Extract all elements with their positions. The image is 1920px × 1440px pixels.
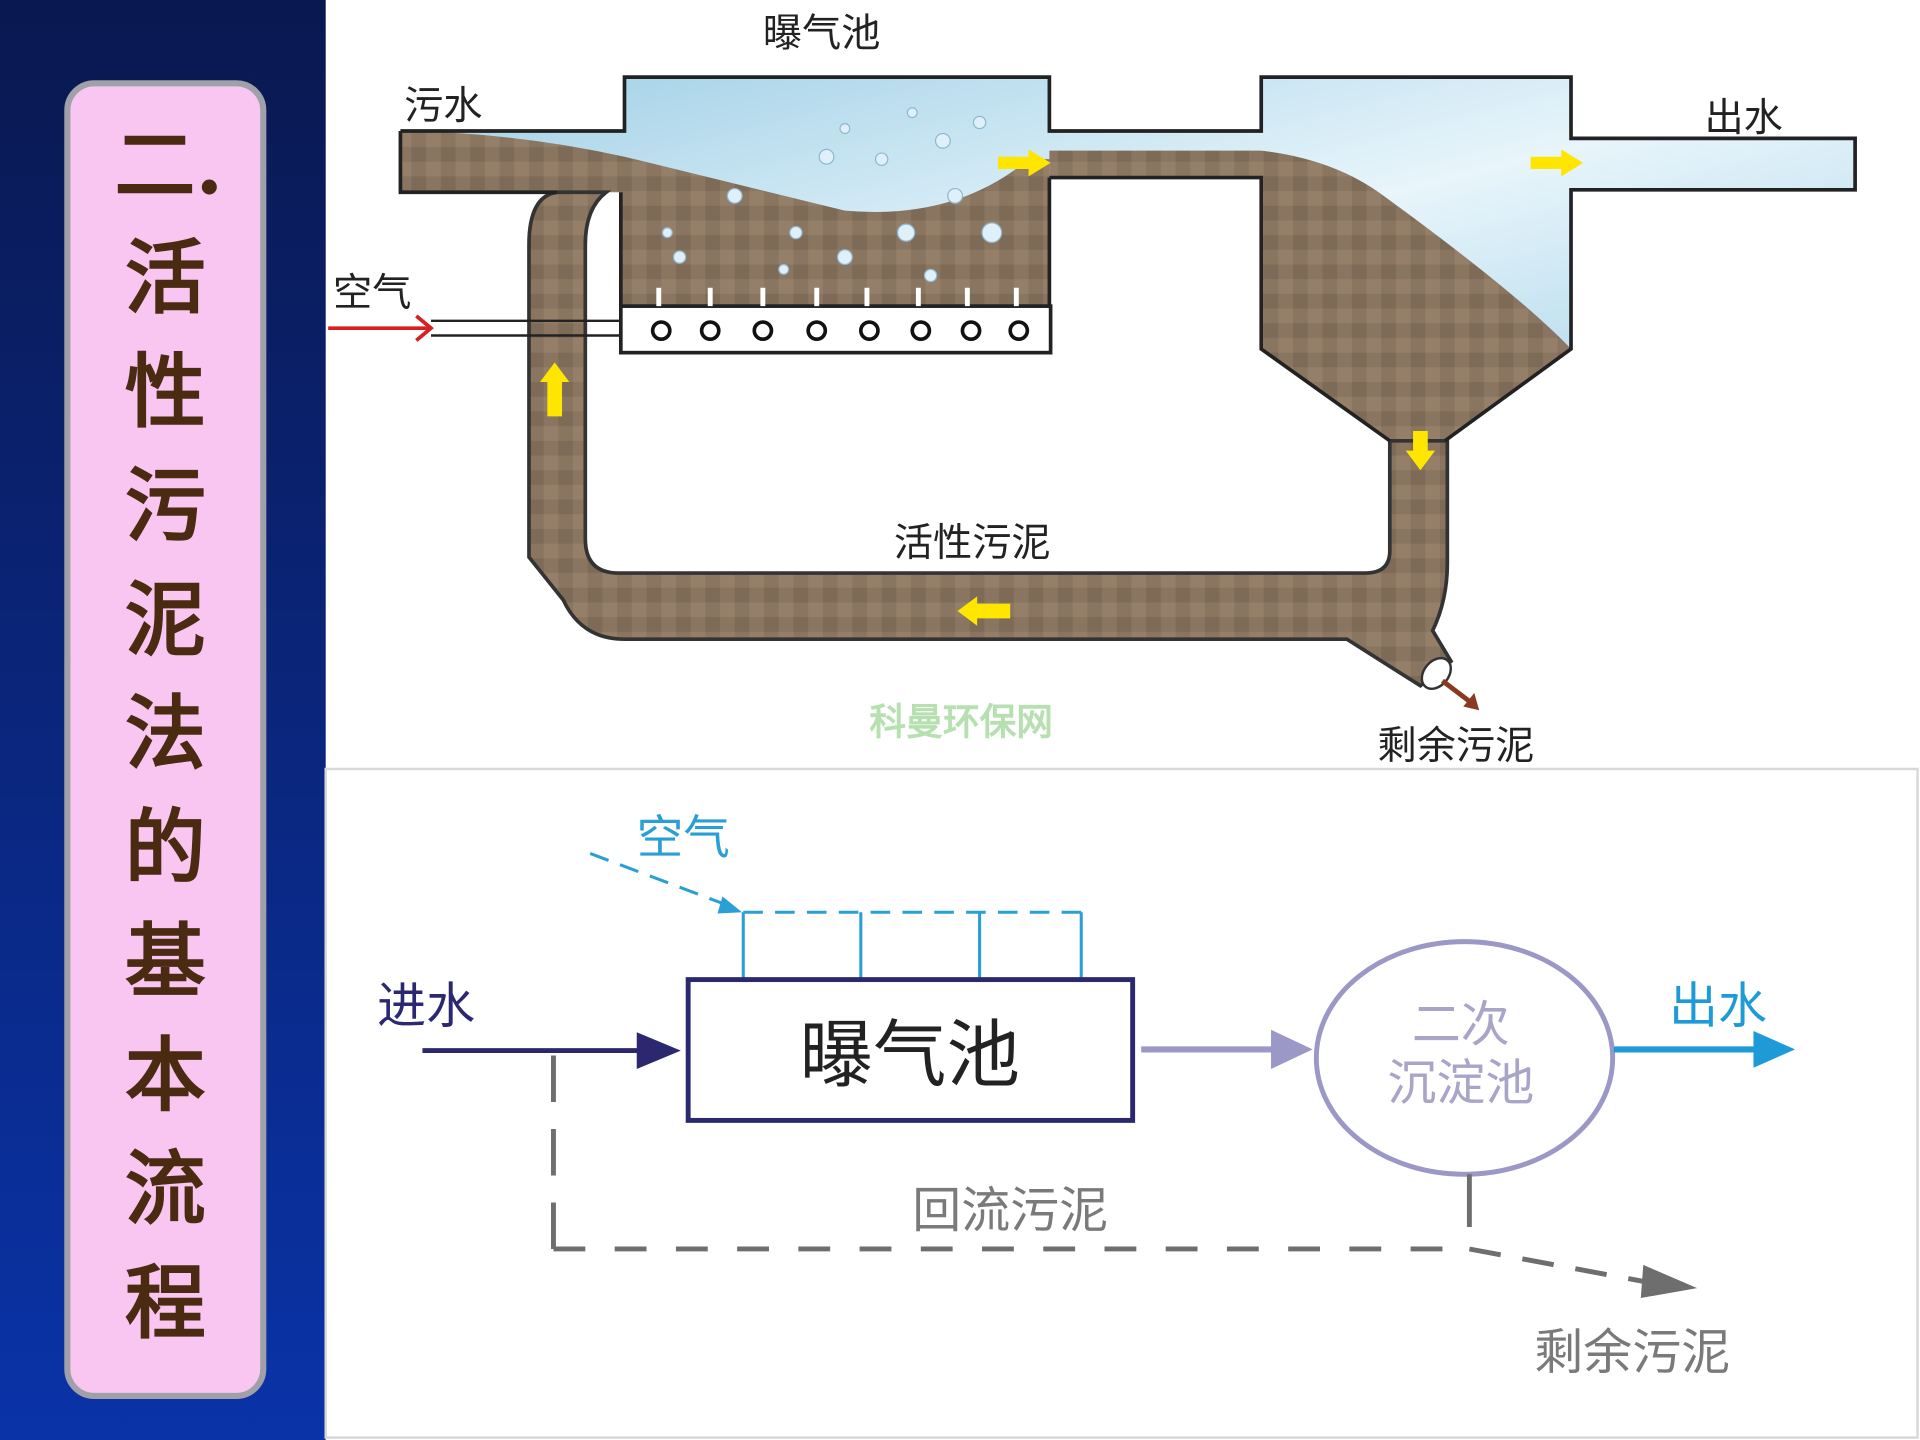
title-panel bbox=[64, 80, 267, 1399]
arrow-down-icon bbox=[1405, 431, 1436, 471]
arrow-up-icon bbox=[540, 362, 570, 417]
title-char: 性 bbox=[125, 345, 206, 440]
air-drop-lines bbox=[741, 912, 1083, 980]
flow-label-inflow: 进水 bbox=[377, 977, 475, 1034]
vertical-title: 二. 活 性 污 泥 法 的 基 本 流 程 bbox=[115, 118, 224, 1351]
excess-sludge-arrowhead bbox=[1463, 693, 1480, 711]
air-arrowhead bbox=[717, 896, 743, 914]
outflow-arrowhead bbox=[1753, 1031, 1796, 1068]
air-bubbles bbox=[661, 107, 1003, 283]
excess-sludge-arrowhead bbox=[1640, 1264, 1698, 1298]
flow-label-air: 空气 bbox=[637, 810, 730, 864]
tank-outline-lower bbox=[398, 131, 1391, 443]
arrow-right-icon bbox=[997, 149, 1051, 177]
flow-label-aeration-tank: 曝气池 bbox=[800, 1013, 1020, 1098]
air-diffuser bbox=[618, 304, 1053, 355]
label-excess-sludge: 剩余污泥 bbox=[1378, 724, 1535, 769]
title-char: 基 bbox=[125, 914, 206, 1009]
aeration-tank-box bbox=[685, 977, 1136, 1123]
title-char: 的 bbox=[125, 801, 206, 896]
return-sludge-pipe bbox=[527, 190, 1454, 688]
clarifier-label-line2: 沉淀池 bbox=[1387, 1055, 1534, 1112]
title-char: 流 bbox=[125, 1142, 206, 1237]
title-char: 法 bbox=[125, 687, 206, 782]
watermark: 科曼环保网 bbox=[869, 701, 1053, 744]
title-char: 泥 bbox=[125, 573, 206, 668]
air-pipe bbox=[431, 319, 621, 337]
sludge-settler bbox=[1049, 150, 1572, 441]
flow-label-excess-sludge: 剩余污泥 bbox=[1534, 1324, 1730, 1381]
title-char: 本 bbox=[125, 1028, 206, 1123]
inflow-arrowhead bbox=[636, 1032, 681, 1069]
sludge-aeration bbox=[400, 131, 1050, 307]
secondary-clarifier bbox=[1313, 939, 1616, 1177]
arrow-right-icon bbox=[1530, 149, 1584, 177]
air-arrowhead bbox=[415, 314, 434, 342]
air-dashed-line bbox=[589, 852, 731, 908]
excess-sludge-arrow bbox=[1440, 678, 1475, 707]
clarifier-label-line1: 二次 bbox=[1412, 996, 1510, 1053]
label-air: 空气 bbox=[333, 271, 411, 316]
to-clarifier-arrowhead bbox=[1271, 1029, 1313, 1069]
diffuser-stems bbox=[656, 287, 1019, 307]
diffuser-nozzles bbox=[650, 320, 1030, 342]
flow-diagram: 空气 进水 曝气池 二次 沉淀池 出水 回流污泥 剩余污泥 bbox=[377, 810, 1796, 1381]
flow-label-return-sludge: 回流污泥 bbox=[912, 1182, 1108, 1239]
title-char: 污 bbox=[125, 459, 206, 554]
tank-outline bbox=[400, 75, 1857, 443]
label-outflow: 出水 bbox=[1704, 96, 1782, 141]
excess-sludge-dashed-line bbox=[1468, 1246, 1648, 1285]
label-aeration-tank: 曝气池 bbox=[763, 12, 881, 57]
label-inflow: 污水 bbox=[404, 84, 482, 129]
label-activated-sludge: 活性污泥 bbox=[894, 521, 1051, 566]
title-char: 活 bbox=[125, 231, 206, 326]
flow-label-outflow: 出水 bbox=[1669, 977, 1767, 1034]
title-char: 程 bbox=[125, 1256, 206, 1351]
process-illustration: 曝气池 污水 空气 出水 活性污泥 剩余污泥 科曼环保网 bbox=[328, 12, 1857, 769]
title-char: 二. bbox=[115, 118, 224, 213]
